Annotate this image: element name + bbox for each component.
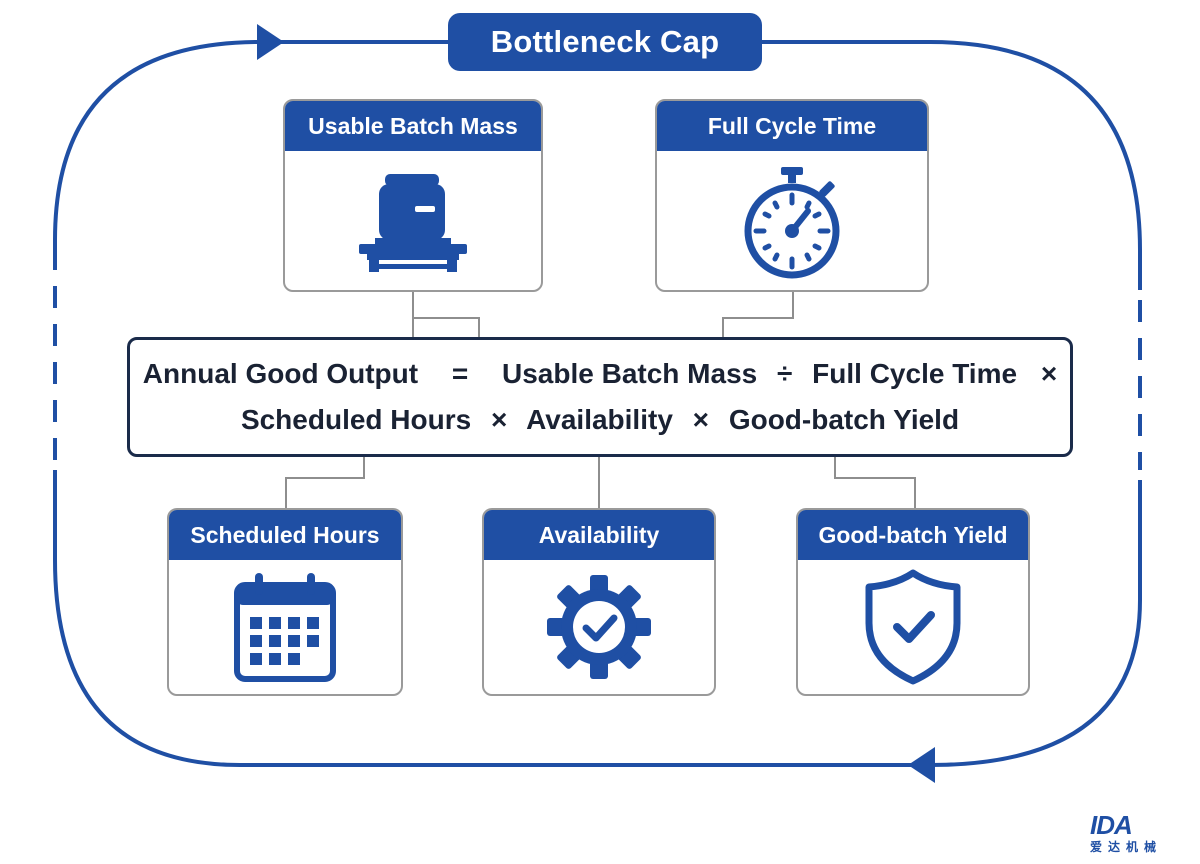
- formula-term-scheduled-hours: Scheduled Hours: [240, 404, 472, 435]
- equals-sign: =: [451, 358, 469, 389]
- logo-mark: IDA: [1090, 810, 1133, 840]
- connector: [722, 317, 794, 339]
- card-availability: Availability: [482, 508, 716, 696]
- formula-term-availability: Availability: [526, 404, 673, 435]
- card-scheduled-hours: Scheduled Hours: [167, 508, 403, 696]
- card-title: Availability: [484, 510, 714, 560]
- connector: [792, 290, 794, 317]
- card-title: Scheduled Hours: [169, 510, 401, 560]
- connector: [363, 457, 365, 479]
- formula-term-cycle-time: Full Cycle Time: [812, 358, 1018, 389]
- card-title: Good-batch Yield: [798, 510, 1028, 560]
- formula-term-batch-mass: Usable Batch Mass: [502, 358, 758, 389]
- title-pill: Bottleneck Cap: [448, 13, 762, 71]
- formula-line-2: Scheduled Hours × Availability × Good-ba…: [241, 397, 959, 443]
- scale-icon: [359, 173, 467, 272]
- connector: [834, 477, 916, 510]
- multiply-sign: ×: [490, 404, 508, 435]
- connector: [834, 457, 836, 479]
- shield-check-icon: [865, 569, 961, 685]
- company-logo: IDA 爱达机械: [1090, 812, 1182, 856]
- formula-line-1: Annual Good Output = Usable Batch Mass ÷…: [143, 351, 1057, 397]
- divide-sign: ÷: [777, 358, 793, 389]
- card-usable-batch-mass: Usable Batch Mass: [283, 99, 543, 292]
- card-full-cycle-time: Full Cycle Time: [655, 99, 929, 292]
- loop-arrow-bottom: [908, 747, 935, 783]
- card-title: Usable Batch Mass: [285, 101, 541, 151]
- loop-arrow-top: [257, 24, 284, 60]
- logo-subtitle: 爱达机械: [1090, 840, 1163, 854]
- stopwatch-icon: [744, 166, 840, 278]
- connector: [412, 317, 480, 339]
- calendar-icon: [234, 573, 336, 682]
- formula-term-yield: Good-batch Yield: [728, 404, 960, 435]
- gear-check-icon: [547, 575, 651, 679]
- formula-box: Annual Good Output = Usable Batch Mass ÷…: [127, 337, 1073, 457]
- connector: [285, 477, 365, 510]
- connector: [412, 290, 480, 337]
- connector: [598, 457, 600, 508]
- multiply-sign: ×: [692, 404, 710, 435]
- card-good-batch-yield: Good-batch Yield: [796, 508, 1030, 696]
- card-title: Full Cycle Time: [657, 101, 927, 151]
- page-title: Bottleneck Cap: [490, 24, 720, 59]
- formula-lhs: Annual Good Output: [142, 358, 419, 389]
- multiply-sign: ×: [1040, 358, 1058, 389]
